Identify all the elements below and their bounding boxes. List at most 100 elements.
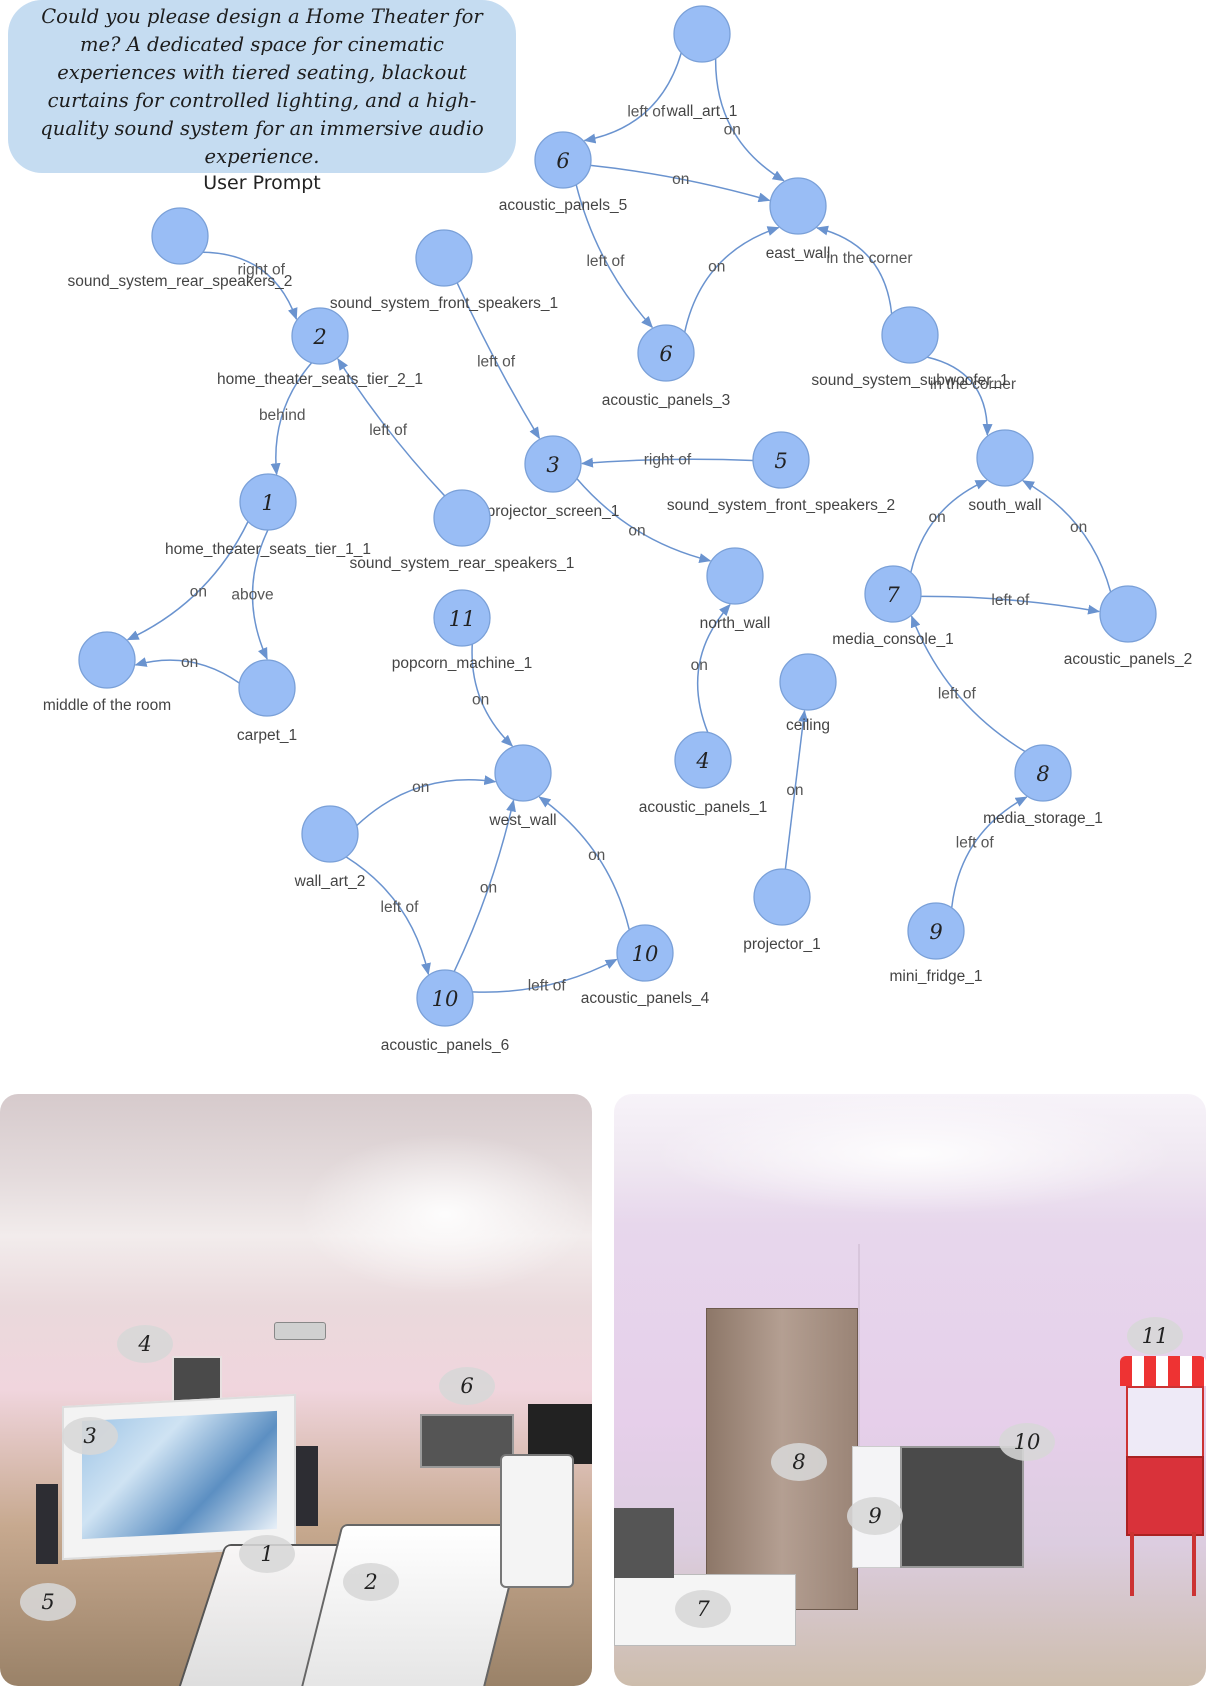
render-badge: 9 [847,1497,903,1535]
edge-carpet_1-middle_of_the_room [134,657,240,684]
floor-speaker-left [36,1484,58,1564]
node-label: wall_art_1 [666,103,738,120]
edge-sound_system_rear_speakers_2-home_theater_seats_tier_2_1 [202,251,298,321]
edge-mini_fridge_1-media_storage_1 [950,796,1028,908]
node-circle [673,5,731,63]
node-mini_fridge_1: 9 mini_fridge_1 [889,902,983,985]
edge-label: on [588,847,605,864]
edge-wall_art_1-east_wall [714,58,785,182]
node-number: 2 [312,325,326,349]
node-sound_system_rear_speakers_2: sound_system_rear_speakers_2 [68,207,293,290]
node-number: 5 [774,449,787,473]
edge-wall_art_1-acoustic_panels_5 [583,52,682,144]
node-ceiling: ceiling [779,653,837,734]
node-label: acoustic_panels_1 [639,799,767,816]
node-circle [864,565,922,623]
node-east_wall: east_wall [766,177,830,262]
media-console-back [614,1508,674,1578]
edge-acoustic_panels_1-north_wall [696,603,731,733]
edge-home_theater_seats_tier_1_1-middle_of_the_room [126,521,249,641]
edge-label: on [928,509,945,526]
edge-label: left of [586,253,625,270]
edge-label: on [708,259,725,276]
node-label: acoustic_panels_4 [581,990,710,1007]
node-circle [238,659,296,717]
node-acoustic_panels_2: acoustic_panels_2 [1064,585,1192,668]
render-badge: 8 [771,1443,827,1481]
render-badge: 4 [117,1325,173,1363]
node-label: projector_1 [743,936,821,953]
node-number: 6 [556,149,569,173]
node-label: home_theater_seats_tier_1_1 [165,541,371,558]
node-label: west_wall [488,812,556,829]
node-label: sound_system_rear_speakers_2 [68,273,293,290]
edge-sound_system_rear_speakers_1-home_theater_seats_tier_2_1 [337,358,446,497]
node-circle [976,429,1034,487]
edge-label: behind [259,407,306,424]
node-circle [291,307,349,365]
node-acoustic_panels_1: 4 acoustic_panels_1 [639,731,767,816]
node-label: acoustic_panels_5 [499,197,627,214]
edge-label: left of [627,103,666,120]
render-badge: 5 [20,1583,76,1621]
edge-label: left of [381,899,420,916]
edge-label: on [628,522,645,539]
seat-row-side [500,1454,574,1588]
render-view-left: 4 3 6 1 2 5 [0,1094,592,1686]
node-projector_1: projector_1 [743,868,821,953]
edge-media_storage_1-media_console_1 [910,615,1026,753]
edge-label: on [480,880,497,897]
node-label: acoustic_panels_6 [381,1037,509,1054]
edge-label: left of [991,592,1030,609]
node-label: popcorn_machine_1 [392,655,532,672]
edge-projector_1-ceiling [784,709,809,870]
edge-home_theater_seats_tier_2_1-home_theater_seats_tier_1_1 [270,362,313,476]
wall-corner-line [858,1244,860,1574]
node-sound_system_subwoofer_1: sound_system_subwoofer_1 [811,306,1009,389]
node-number: 7 [886,583,900,607]
node-label: carpet_1 [237,727,297,744]
node-label: north_wall [700,615,771,632]
edge-sound_system_front_speakers_1-projector_screen_1 [456,282,541,440]
edge-media_console_1-acoustic_panels_2 [920,595,1101,615]
node-middle_of_the_room: middle of the room [43,631,171,714]
edge-acoustic_panels_6-west_wall [453,799,516,972]
edge-acoustic_panels_4-west_wall [538,796,631,930]
edge-media_console_1-south_wall [910,479,988,573]
acoustic-panel-pair [420,1414,514,1468]
node-circle [769,177,827,235]
node-circle [881,306,939,364]
edge-label: on [472,692,489,709]
node-circle [1099,585,1157,643]
node-west_wall: west_wall [488,744,557,829]
node-sound_system_front_speakers_2: 5 sound_system_front_speakers_2 [667,431,895,514]
node-label: acoustic_panels_3 [602,392,730,409]
edge-acoustic_panels_5-acoustic_panels_3 [575,184,654,329]
ceiling-glow [654,1094,1174,1214]
node-number: 3 [546,453,559,477]
node-wall_art_1: wall_art_1 [666,5,738,120]
edge-acoustic_panels_3-east_wall [683,226,780,333]
edge-wall_art_2-acoustic_panels_6 [345,856,431,976]
node-circle [433,489,491,547]
node-circle [752,431,810,489]
node-circle [779,653,837,711]
acoustic-panel-pair [900,1446,1024,1568]
node-label: mini_fridge_1 [889,968,982,985]
render-badge: 3 [62,1417,118,1455]
node-number: 4 [695,749,709,773]
node-north_wall: north_wall [700,547,771,632]
edge-home_theater_seats_tier_1_1-carpet_1 [251,529,269,660]
node-circle [753,868,811,926]
node-label: sound_system_front_speakers_2 [667,497,895,514]
node-number: 9 [929,920,942,944]
edge-label: left of [956,835,995,852]
